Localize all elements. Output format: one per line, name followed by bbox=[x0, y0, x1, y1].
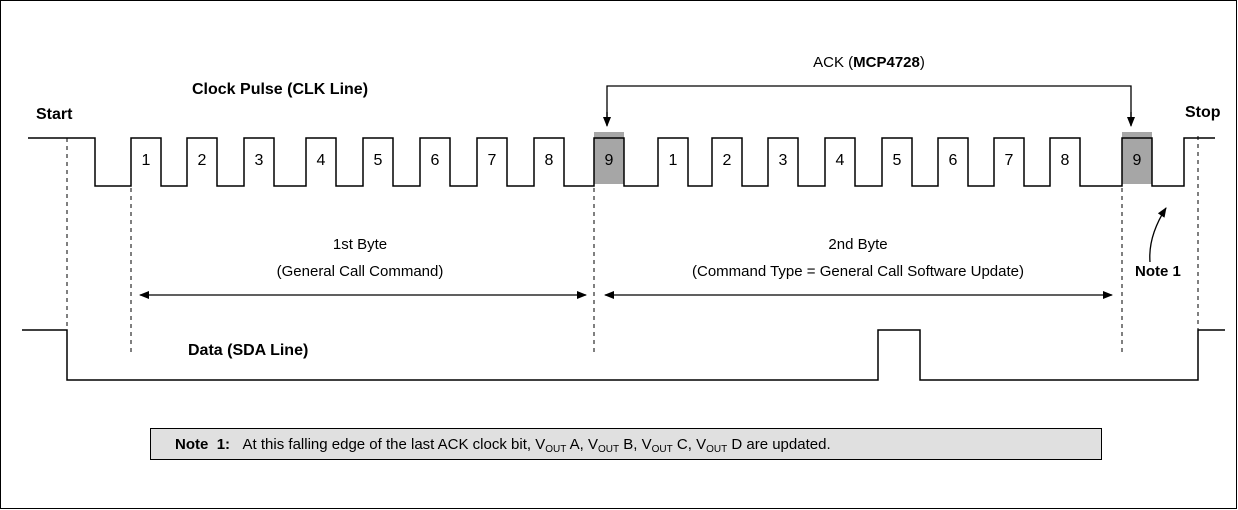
clock-line-label: Clock Pulse (CLK Line) bbox=[192, 81, 368, 98]
pulse-label: 6 bbox=[431, 152, 440, 169]
note1-ref-label: Note 1 bbox=[1135, 263, 1181, 280]
pulse-label: 1 bbox=[142, 152, 151, 169]
note-text-start: At this falling edge of the last ACK clo… bbox=[242, 436, 546, 453]
guide-lines bbox=[66, 136, 1199, 352]
pulse-label: 7 bbox=[1005, 152, 1014, 169]
note-box: Note 1: At this falling edge of the last… bbox=[150, 428, 1102, 460]
pulse-label: 9 bbox=[605, 152, 614, 169]
note-number: 1: bbox=[216, 436, 231, 453]
note1-pointer bbox=[1149, 207, 1167, 263]
pulse-label: 2 bbox=[723, 152, 732, 169]
note-sub-4: OUT bbox=[706, 444, 728, 455]
pulse-label: 6 bbox=[949, 152, 958, 169]
ack2-shade bbox=[1122, 132, 1152, 184]
pulse-label: 8 bbox=[1061, 152, 1070, 169]
pulse-labels: 1 2 3 4 5 6 7 8 9 1 2 3 4 5 6 7 8 9 bbox=[142, 152, 1142, 169]
note-text-d: D are updated. bbox=[727, 436, 831, 453]
data-line-label: Data (SDA Line) bbox=[188, 342, 308, 359]
clock-waveform bbox=[28, 137, 1215, 187]
note-sub-3: OUT bbox=[651, 444, 673, 455]
pulse-label: 1 bbox=[669, 152, 678, 169]
ack-bracket bbox=[603, 85, 1135, 127]
ack-bracket-line bbox=[606, 85, 1132, 122]
ack1-shade bbox=[594, 132, 624, 184]
pulse-label: 9 bbox=[1133, 152, 1142, 169]
note-text-a: A, V bbox=[566, 436, 599, 453]
byte1-desc: (General Call Command) bbox=[277, 263, 444, 280]
byte2-desc: (Command Type = General Call Software Up… bbox=[692, 263, 1024, 280]
stop-label: Stop bbox=[1185, 104, 1221, 121]
pulse-label: 5 bbox=[893, 152, 902, 169]
note-text-b: B, V bbox=[619, 436, 652, 453]
note-sub-1: OUT bbox=[545, 444, 567, 455]
pulse-label: 4 bbox=[317, 152, 326, 169]
start-label: Start bbox=[36, 106, 73, 123]
pulse-label: 3 bbox=[779, 152, 788, 169]
note-sub-2: OUT bbox=[598, 444, 620, 455]
pulse-label: 4 bbox=[836, 152, 845, 169]
pulse-label: 2 bbox=[198, 152, 207, 169]
byte2-title: 2nd Byte bbox=[828, 236, 887, 253]
pulse-label: 3 bbox=[255, 152, 264, 169]
pulse-label: 7 bbox=[488, 152, 497, 169]
ack-label: ACK (MCP4728) bbox=[813, 54, 925, 71]
data-waveform bbox=[22, 329, 1225, 381]
pulse-label: 8 bbox=[545, 152, 554, 169]
byte1-title: 1st Byte bbox=[333, 236, 387, 253]
pulse-label: 5 bbox=[374, 152, 383, 169]
note-label: Note bbox=[175, 436, 209, 453]
note-text-c: C, V bbox=[672, 436, 707, 453]
